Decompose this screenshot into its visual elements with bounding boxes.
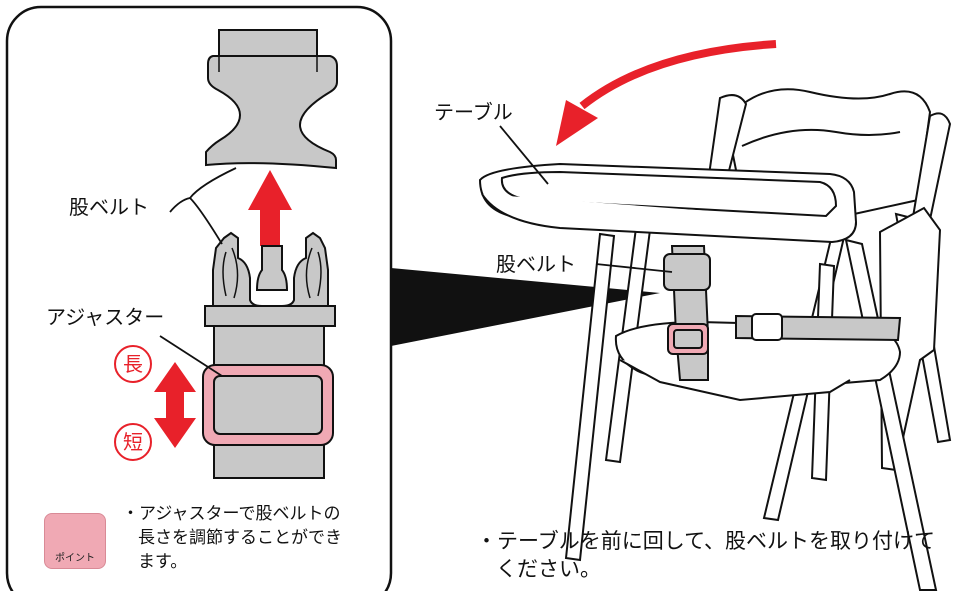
lower-strap	[204, 305, 336, 327]
red-up-arrow	[248, 170, 292, 246]
point-note-line1: ・アジャスターで股ベルトの	[122, 504, 341, 524]
female-buckle	[205, 55, 338, 170]
long-mark: 長	[114, 345, 152, 383]
table-label: テーブル	[434, 100, 513, 124]
instruction-line2: ください。	[496, 557, 601, 581]
point-badge: ポイント	[44, 513, 106, 569]
strap-label-detail: 股ベルト	[69, 195, 149, 219]
point-note-line3: ます。	[138, 552, 188, 572]
point-badge-label: ポイント	[55, 553, 95, 564]
zoom-callout-wedge	[391, 268, 660, 346]
red-double-arrow	[154, 362, 196, 448]
short-mark: 短	[114, 423, 152, 461]
strap-label-chair: 股ベルト	[496, 252, 576, 276]
rotate-arrow	[579, 40, 777, 110]
adjuster-label: アジャスター	[46, 305, 165, 329]
point-note-line2: 長さを調節することができ	[138, 528, 342, 548]
instruction-line1: ・テーブルを前に回して、股ベルトを取り付けて	[476, 529, 936, 553]
